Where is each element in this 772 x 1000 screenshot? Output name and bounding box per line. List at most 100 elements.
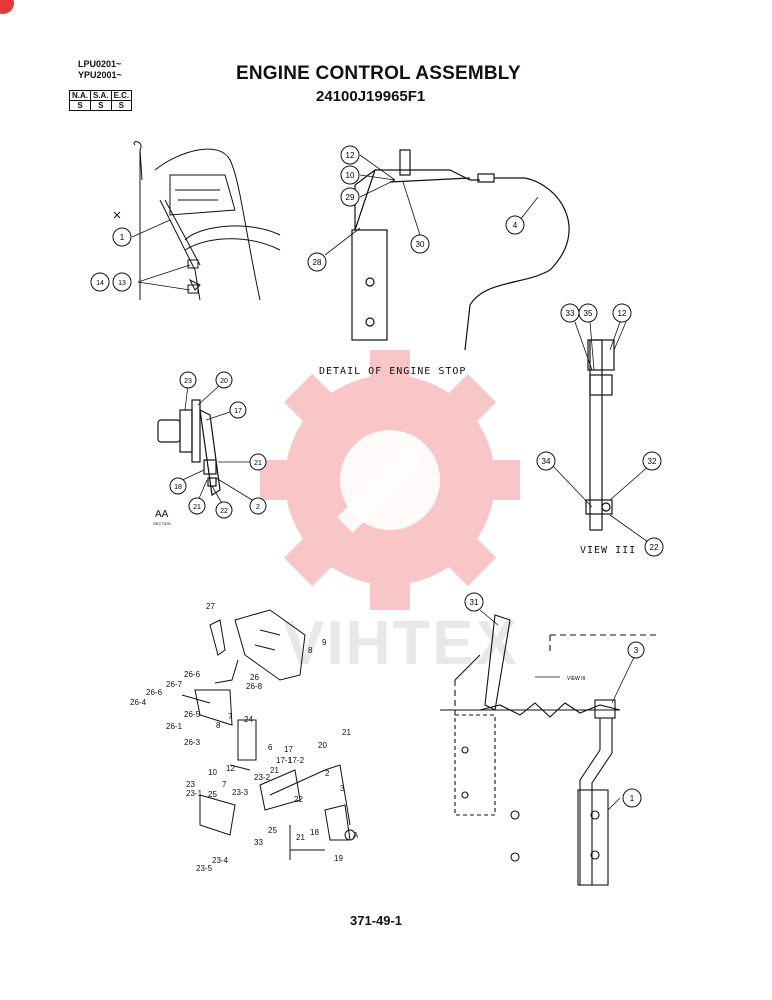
exploded-view-diagram: 27 8 9 26 26-8 26-6 26-7 26-6 26-4 7 26-… bbox=[130, 602, 359, 873]
engine-stop-detail: 12 10 29 30 28 4 bbox=[307, 145, 570, 351]
page-title: ENGINE CONTROL ASSEMBLY bbox=[236, 63, 521, 84]
serial-range: LPU0201~ YPU2001~ bbox=[78, 59, 122, 81]
applicability-value: S bbox=[90, 100, 112, 111]
part-label: 22 bbox=[294, 795, 303, 804]
callout-group-top-left: 1 14 13 bbox=[90, 227, 132, 292]
callout-label: 28 bbox=[313, 258, 322, 267]
part-label: 26-5 bbox=[184, 710, 201, 719]
applicability-table: N.A. S.A. E.C. S S S bbox=[69, 90, 133, 111]
part-label: 33 bbox=[254, 838, 263, 847]
part-label: 21 bbox=[296, 833, 305, 842]
callout-label: 13 bbox=[118, 280, 126, 287]
callout-group-bottom-right: 31 3 1 bbox=[464, 592, 645, 808]
part-label: 23-4 bbox=[212, 856, 229, 865]
callout-label: 18 bbox=[174, 484, 182, 491]
part-label: 23 bbox=[186, 780, 195, 789]
corner-badge-icon bbox=[0, 0, 14, 14]
part-label: 23-1 bbox=[186, 789, 203, 798]
callout-label: 3 bbox=[634, 646, 639, 655]
callout-label: 21 bbox=[193, 504, 201, 511]
part-label: 21 bbox=[270, 766, 279, 775]
page-number: 371-49-1 bbox=[350, 913, 403, 928]
callout-label: 35 bbox=[584, 309, 593, 318]
part-label: A bbox=[353, 831, 359, 840]
callout-label: 33 bbox=[566, 309, 575, 318]
callout-label: 31 bbox=[470, 598, 479, 607]
serial-range-1: LPU0201~ bbox=[78, 59, 122, 69]
callout-label: 17 bbox=[234, 408, 242, 415]
part-label: 23-5 bbox=[196, 864, 213, 873]
part-label: 8 bbox=[308, 646, 313, 655]
applicability-value: S bbox=[110, 100, 133, 111]
applicability-value: S bbox=[69, 100, 91, 111]
callout-label: 4 bbox=[513, 221, 518, 230]
applicability-header: E.C. bbox=[110, 90, 133, 101]
part-label: 7 bbox=[228, 712, 233, 721]
serial-range-2: YPU2001~ bbox=[78, 70, 122, 80]
callout-label: 21 bbox=[254, 460, 262, 467]
part-label: 26-3 bbox=[184, 738, 201, 747]
part-label: 17 bbox=[284, 745, 293, 754]
part-label: 25 bbox=[208, 790, 217, 799]
callout-label: 30 bbox=[416, 240, 425, 249]
part-label: 2 bbox=[325, 769, 330, 778]
part-label: 12 bbox=[226, 764, 235, 773]
callout-label: 2 bbox=[256, 504, 260, 511]
part-label: 24 bbox=[244, 715, 253, 724]
applicability-header-row: N.A. S.A. E.C. bbox=[69, 90, 133, 101]
part-label: 26-7 bbox=[166, 680, 183, 689]
part-label: 19 bbox=[334, 854, 343, 863]
applicability-header: S.A. bbox=[90, 90, 112, 101]
inline-view-ref: VIEW III bbox=[567, 676, 585, 682]
applicability-header: N.A. bbox=[69, 90, 91, 101]
watermark-text: VIHTEX bbox=[283, 609, 519, 678]
callout-label: 20 bbox=[220, 378, 228, 385]
callout-label: 1 bbox=[120, 233, 125, 242]
callout-group-view-iii: 33 35 12 34 32 22 bbox=[536, 303, 664, 557]
callout-group-engine-stop: 12 10 29 30 28 4 bbox=[307, 145, 539, 272]
part-label: 23-3 bbox=[232, 788, 249, 797]
callout-label: 22 bbox=[650, 543, 659, 552]
part-number: 24100J19965F1 bbox=[316, 88, 426, 105]
part-label: 26 bbox=[250, 673, 259, 682]
part-label: 17-1 bbox=[276, 756, 293, 765]
part-label: 20 bbox=[318, 741, 327, 750]
cable-bracket-detail: VIEW III 31 3 1 bbox=[440, 592, 660, 886]
part-label: 27 bbox=[206, 602, 215, 611]
callout-label: 23 bbox=[184, 378, 192, 385]
part-label: 18 bbox=[310, 828, 319, 837]
callout-label: 12 bbox=[618, 309, 627, 318]
part-label: 23-2 bbox=[254, 773, 271, 782]
callout-label: 32 bbox=[648, 457, 657, 466]
gear-watermark-icon bbox=[260, 350, 520, 610]
callout-label: 14 bbox=[96, 280, 104, 287]
caption-view-iii: VIEW III bbox=[580, 545, 637, 556]
part-label: 9 bbox=[322, 638, 327, 647]
callout-label: 29 bbox=[346, 193, 355, 202]
part-label: 17-2 bbox=[288, 756, 305, 765]
part-label: 26-4 bbox=[130, 698, 147, 707]
part-label: 3 bbox=[340, 784, 345, 793]
section-word: SECTION bbox=[153, 521, 171, 526]
applicability-value-row: S S S bbox=[69, 100, 133, 111]
part-label: 26-8 bbox=[246, 682, 263, 691]
part-label: 7 bbox=[222, 780, 227, 789]
part-label: 26-6 bbox=[184, 670, 201, 679]
section-aa-detail: 23 20 17 21 18 21 22 2 bbox=[157, 371, 267, 519]
part-label: 26-1 bbox=[166, 722, 183, 731]
callout-label: 10 bbox=[346, 171, 355, 180]
part-label: 6 bbox=[268, 743, 273, 752]
engine-bay-detail: 1 14 13 bbox=[90, 141, 281, 301]
callout-label: 1 bbox=[630, 794, 635, 803]
part-label: 25 bbox=[268, 826, 277, 835]
view-iii-detail: 33 35 12 34 32 22 bbox=[536, 303, 664, 557]
callout-label: 34 bbox=[542, 457, 551, 466]
part-label: 26-6 bbox=[146, 688, 163, 697]
callout-label: 12 bbox=[346, 151, 355, 160]
part-label: 21 bbox=[342, 728, 351, 737]
part-label: 8 bbox=[216, 721, 221, 730]
part-label: 10 bbox=[208, 768, 217, 777]
caption-engine-stop: DETAIL OF ENGINE STOP bbox=[319, 366, 467, 377]
callout-label: 22 bbox=[220, 508, 228, 515]
